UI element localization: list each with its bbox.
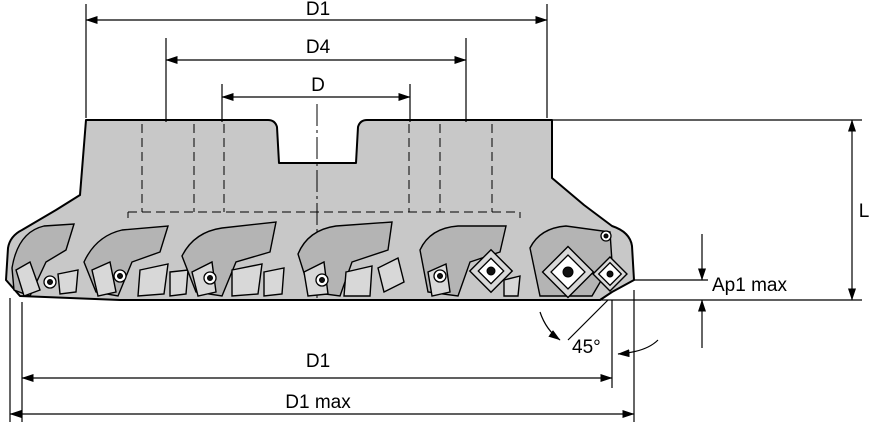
hidden-lines <box>127 124 521 218</box>
label-d4: D4 <box>306 37 331 58</box>
dimension-labels: D1 D4 D L Ap1 max 45° D1 D1 max <box>272 0 872 413</box>
label-d1-top: D1 <box>306 0 330 20</box>
dimension-lines <box>9 16 856 418</box>
label-ap1-max: Ap1 max <box>712 275 787 296</box>
label-d1-max: D1 max <box>285 392 351 413</box>
label-angle: 45° <box>572 337 601 358</box>
label-d: D <box>311 75 325 96</box>
insert-pockets <box>11 221 628 299</box>
label-l: L <box>859 201 870 222</box>
label-d1-bottom: D1 <box>306 351 330 372</box>
